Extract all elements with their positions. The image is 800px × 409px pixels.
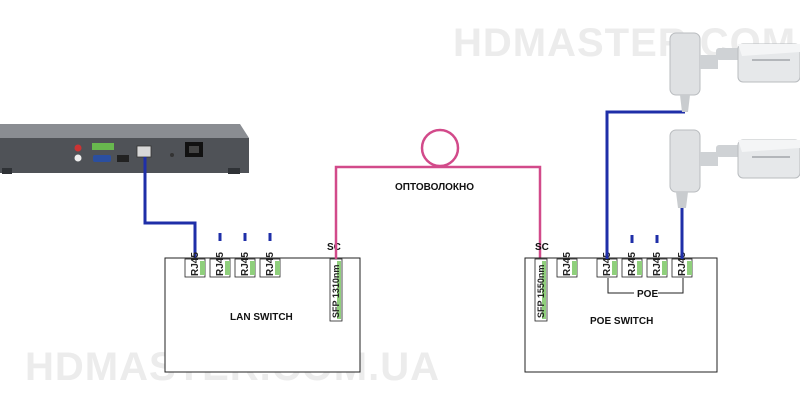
lan-switch: RJ45 RJ45 RJ45 RJ45 SFP 1310nm SC LAN SW… (164, 233, 361, 373)
lan-port-2: RJ45 (209, 252, 231, 278)
poe-port-1: RJ45 (556, 252, 578, 278)
camera-icon (669, 32, 800, 112)
vga-port (93, 155, 111, 162)
svg-text:RJ45: RJ45 (562, 252, 573, 276)
poe-port-4: RJ45 (646, 252, 668, 278)
fiber-line: ОПТОВОЛОКНО (334, 128, 542, 259)
poe-sc-label: SC (535, 242, 549, 253)
lan-port-4: RJ45 (259, 252, 281, 278)
recorder-lan-port (136, 145, 152, 158)
poe-switch-label: POE SWITCH (590, 316, 653, 327)
svg-text:RJ45: RJ45 (240, 252, 251, 276)
svg-text:RJ45: RJ45 (627, 252, 638, 276)
svg-text:RJ45: RJ45 (265, 252, 276, 276)
lan-switch-label: LAN SWITCH (230, 312, 293, 323)
lan-sc-label: SC (327, 242, 341, 253)
poe-port-3: RJ45 (621, 252, 643, 278)
poe-bracket-label: POE (637, 289, 658, 300)
svg-text:RJ45: RJ45 (652, 252, 663, 276)
svg-text:RJ45: RJ45 (215, 252, 226, 276)
lan-sfp-module: SFP 1310nm (329, 258, 343, 322)
lan-port-3: RJ45 (234, 252, 256, 278)
svg-text:RJ45: RJ45 (190, 252, 201, 276)
svg-text:RJ45: RJ45 (602, 252, 613, 276)
ethernet-cable-recorder (143, 157, 197, 258)
svg-text:RJ45: RJ45 (677, 252, 688, 276)
lan-port-1: RJ45 (184, 252, 206, 278)
svg-text:SFP 1310nm: SFP 1310nm (331, 265, 341, 318)
svg-text:SFP 1550nm: SFP 1550nm (536, 265, 546, 318)
camera-icon (669, 129, 800, 208)
fiber-label: ОПТОВОЛОКНО (395, 182, 474, 193)
ethernet-cable-camera-1 (605, 110, 685, 259)
hdmi-port (117, 155, 129, 162)
video-recorder (0, 124, 249, 174)
poe-sfp-module: SFP 1550nm (534, 258, 548, 322)
fiber-loop (420, 128, 460, 168)
terminal-block (92, 143, 114, 150)
poe-switch: SFP 1550nm SC RJ45 RJ45 RJ45 RJ45 RJ45 P… (524, 235, 718, 373)
